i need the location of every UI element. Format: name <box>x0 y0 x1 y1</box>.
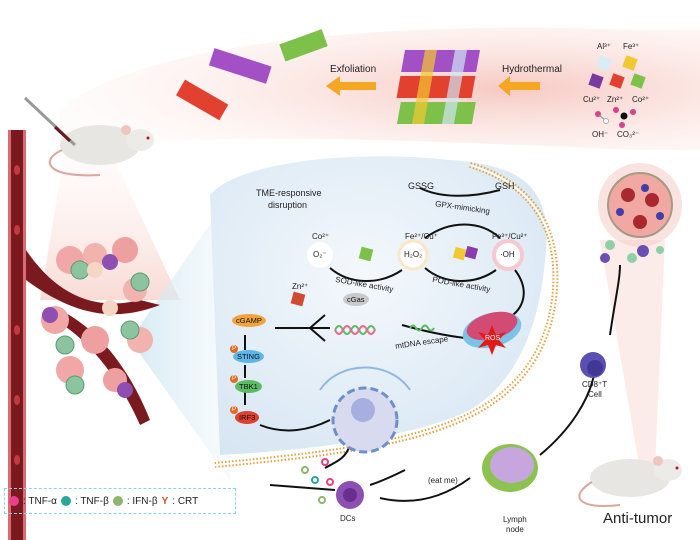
cytokines <box>301 458 334 504</box>
legend-tnf-beta: : TNF-β <box>74 495 109 507</box>
mouse-anti-tumor <box>578 456 682 507</box>
phospho-icon: P <box>230 406 238 414</box>
ion-fe: Fe³⁺ <box>623 42 640 51</box>
legend-tnf-alpha: : TNF-α <box>23 495 57 507</box>
hydrothermal-label: Hydrothermal <box>502 64 563 75</box>
cd8-t-cell <box>580 352 606 378</box>
antitumor-fan <box>600 240 665 470</box>
ldh-bulk <box>396 50 480 124</box>
phospho-icon: P <box>230 345 238 353</box>
ldh-nanosheets <box>176 29 328 121</box>
hydroxyl-label: ·OH <box>500 250 515 259</box>
gsh-label: GSH <box>495 181 515 191</box>
eat-me-label: (eat me) <box>428 476 458 485</box>
ros-label: ROS <box>485 335 501 342</box>
lymph-label-line1: Lymph <box>503 515 527 524</box>
phospho-icon: P <box>230 375 238 383</box>
ion-zn: Zn²⁺ <box>607 95 624 104</box>
cd8-label-line1: CD8⁺T <box>582 380 608 389</box>
pathway-tbk1: TBK1 <box>235 380 262 393</box>
reaction-arrows <box>244 187 621 502</box>
dcs-label: DCs <box>340 514 356 523</box>
anion-co3: CO₃²⁻ <box>617 130 640 139</box>
zn-ion-label: Zn²⁺ <box>292 282 309 291</box>
tumor-sphere <box>598 163 682 263</box>
synthesis-arrows <box>326 76 540 96</box>
anti-tumor-label: Anti-tumor <box>603 510 673 527</box>
mtdna-strands <box>334 324 435 335</box>
co-ion-label: Co²⁺ <box>312 232 330 241</box>
mouse-injected <box>23 96 154 177</box>
exfoliation-label: Exfoliation <box>330 64 377 75</box>
crt-icon: Y <box>161 495 169 507</box>
pathway-cgamp: cGAMP <box>232 314 266 327</box>
ion-al: Al³⁺ <box>597 42 611 51</box>
ion-co: Co²⁺ <box>632 95 650 104</box>
pathway-irf3: IRF3 <box>235 411 260 424</box>
dendritic-cell <box>336 481 364 509</box>
tme-label-line2: disruption <box>268 200 308 210</box>
fe-cu-reduced-label: Fe²⁺/Cu⁺ <box>405 232 438 241</box>
mitochondrion <box>462 311 522 355</box>
ion-cu: Cu²⁺ <box>583 95 601 104</box>
pathway-sting: STING <box>233 350 264 363</box>
lymph-label-line2: node <box>506 525 524 534</box>
tnf-alpha-icon <box>9 496 19 506</box>
lymph-node <box>482 444 538 492</box>
tumor-tissue <box>41 237 153 398</box>
ion-cubes <box>588 55 646 128</box>
cgas-badge: cGas <box>343 293 369 306</box>
superoxide-label: O₂⁻ <box>313 250 327 259</box>
cancer-cell <box>210 156 547 455</box>
reaction-bubbles <box>290 239 524 307</box>
legend: : TNF-α : TNF-β : IFN-β Y : CRT <box>4 488 236 514</box>
tnf-beta-icon <box>60 496 71 506</box>
ifn-beta-icon <box>112 496 123 506</box>
h2o2-label: H₂O₂ <box>404 250 423 259</box>
fe-cu-oxidized-label: Fe³⁺/Cu²⁺ <box>492 232 528 241</box>
cell-fan <box>130 195 230 480</box>
tme-label-line1: TME-responsive <box>256 188 322 198</box>
legend-ifn-beta: : IFN-β <box>126 495 158 507</box>
gssg-label: GSSG <box>408 181 435 191</box>
nucleus <box>319 366 411 454</box>
cd8-label-line2: Cell <box>588 390 602 399</box>
legend-crt: : CRT <box>172 495 199 507</box>
anion-oh: OH⁻ <box>592 130 609 139</box>
